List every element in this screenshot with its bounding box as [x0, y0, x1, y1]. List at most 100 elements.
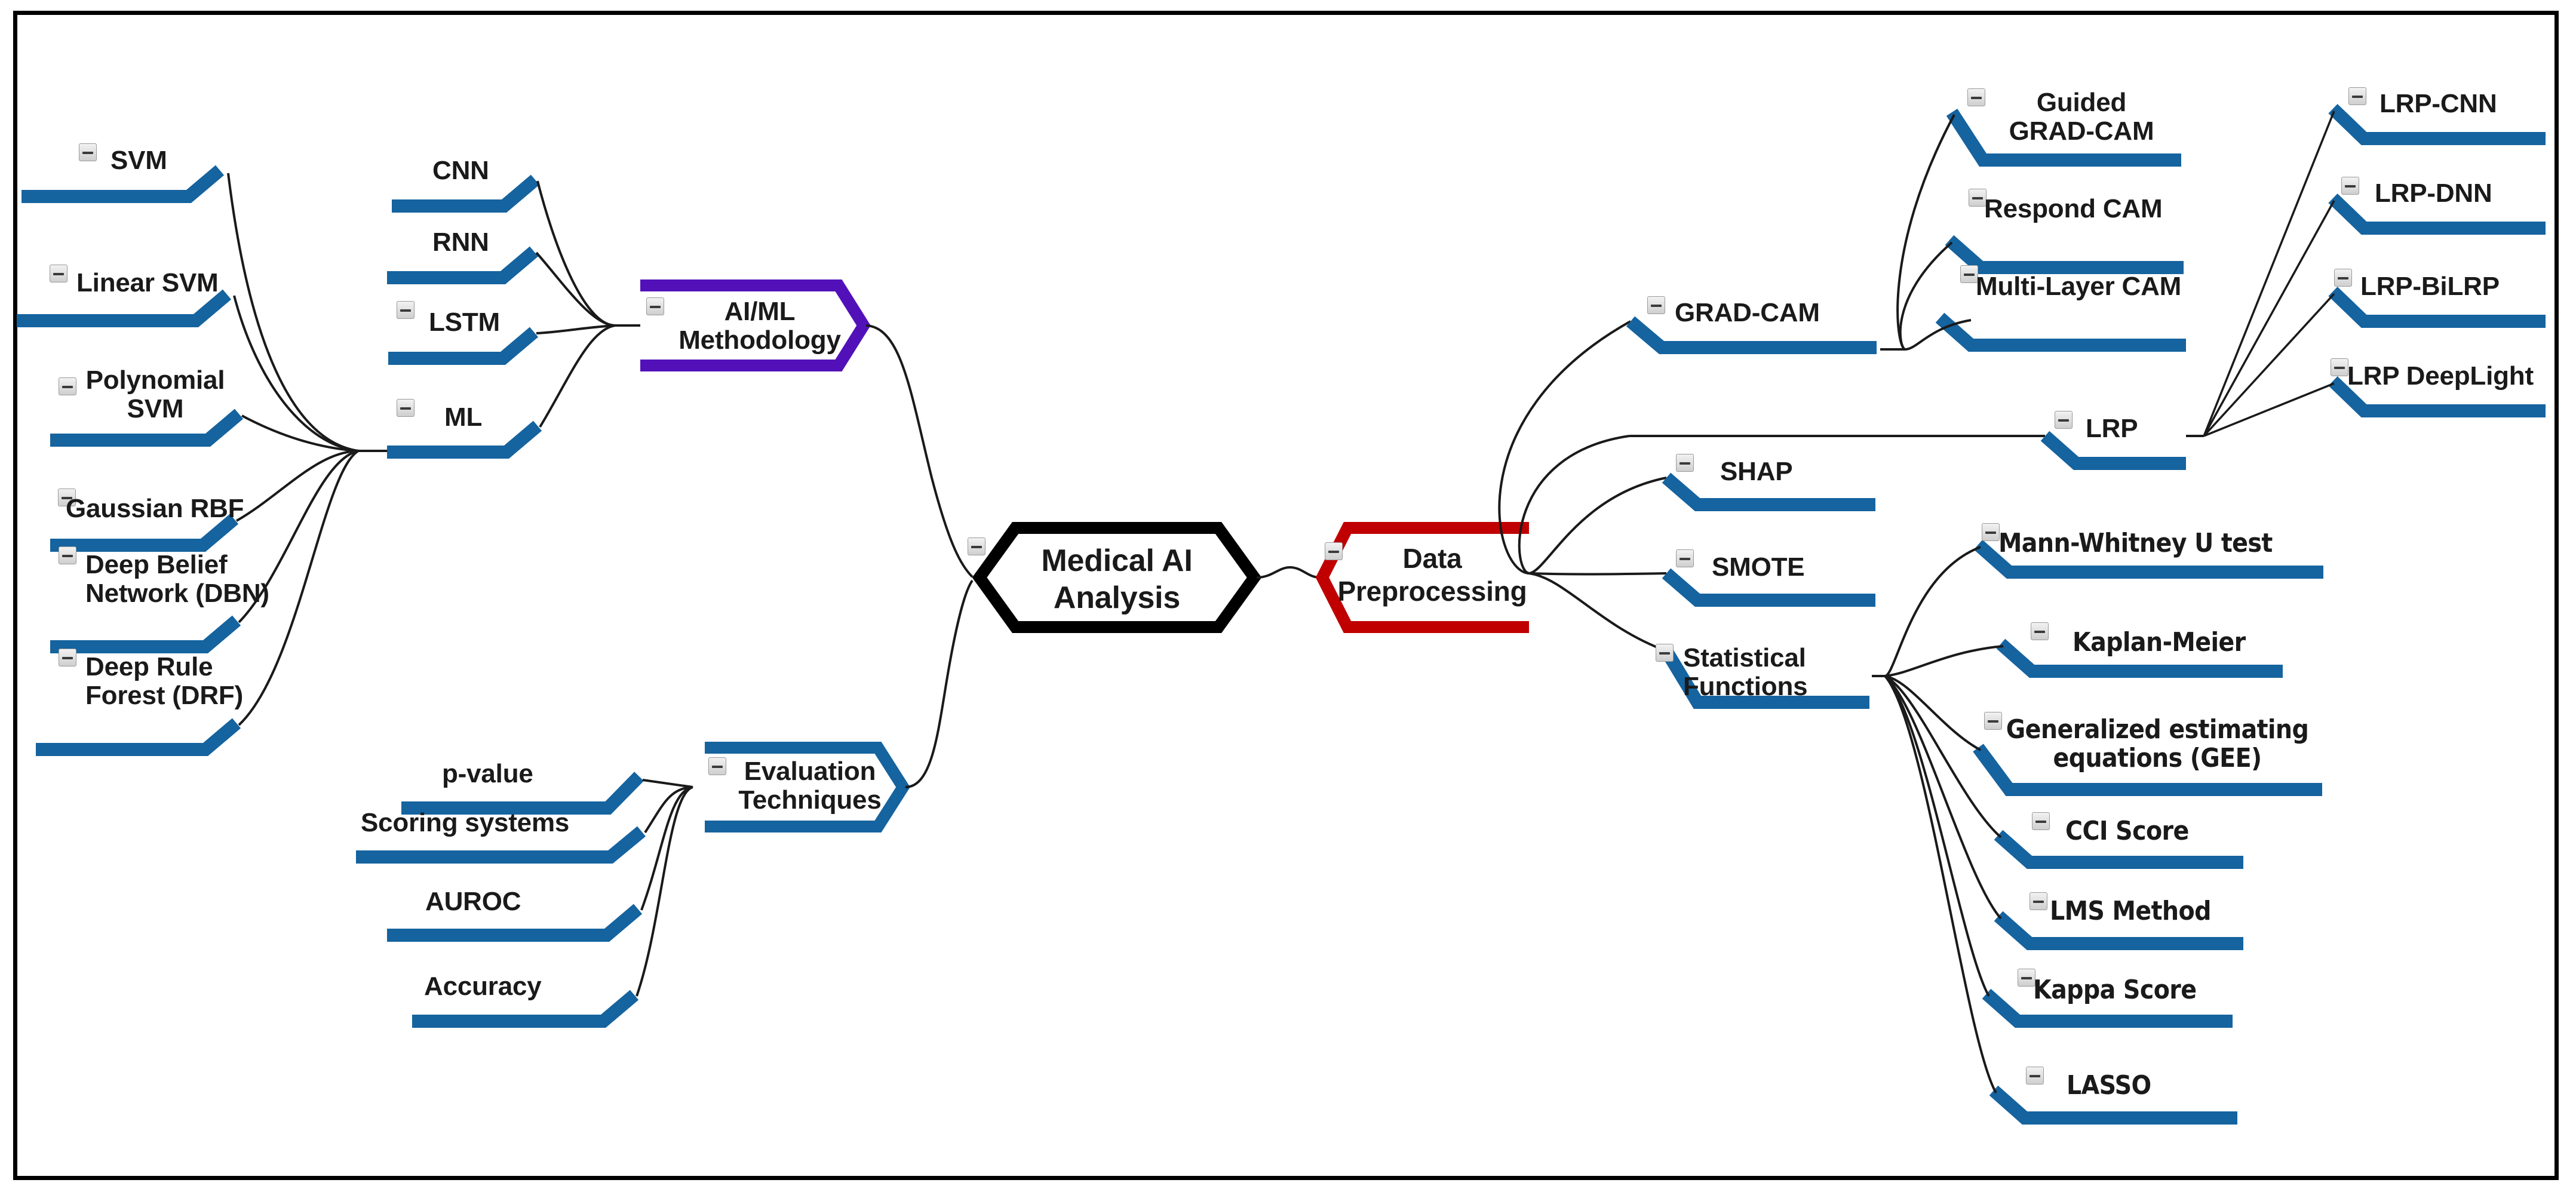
- toggle-grad-cam[interactable]: [1647, 296, 1665, 314]
- node-label-mann-whitney: Mann-Whitney U test: [1998, 528, 2273, 558]
- node-label-grad-cam: GRAD-CAM: [1675, 298, 1820, 327]
- toggle-linear-svm[interactable]: [50, 265, 67, 282]
- bar-cci-score: [1994, 830, 2243, 869]
- toggle-cci-score[interactable]: [2032, 812, 2050, 830]
- toggle-multilayer-cam[interactable]: [1960, 265, 1978, 283]
- node-label-dbn: Deep Belief Network (DBN): [85, 550, 269, 608]
- toggle-lstm[interactable]: [397, 301, 415, 319]
- node-label-auroc: AUROC: [425, 887, 521, 916]
- bar-polynomial-svm: [50, 408, 244, 447]
- bar-eval-auroc: [387, 904, 643, 942]
- connector-aiml-to-root: [865, 324, 974, 578]
- node-label-rnn: RNN: [432, 228, 489, 257]
- toggle-gee[interactable]: [1984, 712, 2002, 730]
- toggle-guided-gradcam[interactable]: [1967, 88, 1985, 106]
- bar-lrp-cnn: [2328, 104, 2546, 145]
- connectors-gradcam-to-children: [1880, 114, 1972, 351]
- node-label-linear-svm: Linear SVM: [76, 268, 219, 297]
- bar-p-value: [401, 772, 644, 815]
- node-label-gee: Generalized estimating equations (GEE): [2006, 714, 2309, 773]
- node-label-lrp-cnn: LRP-CNN: [2380, 89, 2497, 118]
- bar-guided-gradcam: [1946, 109, 2181, 167]
- bar-gaussian-rbf: [50, 514, 239, 552]
- node-label-svm: SVM: [110, 146, 167, 175]
- bar-smote: [1662, 568, 1875, 607]
- bar-eval-scoring: [356, 826, 646, 864]
- toggle-shap[interactable]: [1676, 454, 1694, 472]
- node-label-root: Medical AI Analysis: [1041, 543, 1193, 616]
- toggle-lms-method[interactable]: [2030, 892, 2047, 910]
- bar-gee: [1973, 744, 2322, 796]
- toggle-svm[interactable]: [79, 143, 97, 161]
- node-label-accuracy: Accuracy: [424, 972, 542, 1001]
- node-label-statistical-functions: Statistical Functions: [1683, 643, 1808, 701]
- shape-root-medical-ai-analysis: [972, 522, 1262, 633]
- node-label-kaplan-meier: Kaplan-Meier: [2073, 627, 2246, 658]
- toggle-smote[interactable]: [1676, 549, 1694, 567]
- toggle-ai-ml-methodology[interactable]: [646, 297, 664, 315]
- bar-ml: [387, 420, 542, 459]
- bar-respond-cam: [1945, 235, 2184, 274]
- toggle-lrp-bilrp[interactable]: [2334, 269, 2352, 287]
- node-label-guided-gradcam: Guided GRAD-CAM: [2009, 88, 2154, 146]
- node-label-smote: SMOTE: [1712, 552, 1805, 582]
- connector-eval-to-root: [905, 579, 974, 788]
- toggle-polynomial-svm[interactable]: [59, 377, 76, 395]
- bar-lstm: [388, 327, 539, 365]
- node-label-lrp-dnn: LRP-DNN: [2375, 179, 2492, 208]
- node-label-respond-cam: Respond CAM: [1984, 194, 2163, 223]
- node-label-cci-score: CCI Score: [2065, 816, 2189, 846]
- toggle-dbn[interactable]: [59, 546, 76, 564]
- bar-lrp-deeplight: [2328, 376, 2546, 417]
- toggle-ml[interactable]: [397, 399, 415, 417]
- toggle-respond-cam[interactable]: [1969, 189, 1987, 207]
- bar-lrp-bilrp: [2328, 287, 2546, 328]
- toggle-mann-whitney[interactable]: [1982, 523, 2000, 541]
- toggle-drf[interactable]: [59, 649, 76, 666]
- node-label-evaluation-techniques: Evaluation Techniques: [738, 757, 882, 815]
- connectors-ml-to-svm-family: [227, 173, 360, 726]
- shape-data-preprocessing: [1315, 522, 1529, 633]
- toggle-gaussian-rbf[interactable]: [58, 489, 76, 506]
- bar-mann-whitney: [1973, 539, 2323, 579]
- connectors-statistical-to-children: [1872, 546, 2004, 1093]
- toggle-lrp-cnn[interactable]: [2348, 87, 2366, 105]
- node-label-data-preprocessing: Data Preprocessing: [1337, 543, 1527, 607]
- bar-lms-method: [1994, 911, 2243, 950]
- toggle-lrp[interactable]: [2055, 411, 2073, 429]
- node-label-shap: SHAP: [1720, 457, 1793, 486]
- node-label-ai-ml-methodology: AI/ML Methodology: [678, 297, 841, 355]
- node-label-polynomial-svm: Polynomial SVM: [85, 365, 225, 423]
- toggle-kaplan-meier[interactable]: [2031, 622, 2049, 640]
- bar-shap: [1662, 472, 1875, 511]
- toggle-statistical-functions[interactable]: [1656, 644, 1674, 662]
- toggle-lasso[interactable]: [2026, 1067, 2044, 1085]
- node-label-lstm: LSTM: [429, 308, 500, 337]
- bar-kaplan-meier: [1996, 638, 2283, 678]
- node-label-lrp-bilrp: LRP-BiLRP: [2360, 272, 2500, 301]
- node-label-lasso: LASSO: [2067, 1070, 2151, 1101]
- bar-dbn: [50, 615, 241, 653]
- node-label-gaussian-rbf: Gaussian RBF: [66, 494, 244, 523]
- toggle-root[interactable]: [968, 537, 985, 555]
- shape-evaluation-techniques: [705, 742, 910, 832]
- connectors-eval-to-children: [635, 779, 693, 997]
- bar-statistical-functions: [1660, 647, 1869, 709]
- node-label-scoring-systems: Scoring systems: [361, 808, 570, 837]
- bar-multilayer-cam: [1935, 312, 2186, 352]
- connectors-preprocessing-to-children: [1498, 320, 2045, 652]
- toggle-kappa-score[interactable]: [2018, 969, 2035, 987]
- connectors-aiml-to-children: [535, 180, 616, 428]
- toggle-evaluation-techniques[interactable]: [708, 757, 726, 775]
- toggle-lrp-deeplight[interactable]: [2331, 358, 2348, 376]
- bar-drf: [36, 718, 241, 756]
- bar-eval-accuracy: [412, 990, 639, 1028]
- bar-cnn: [392, 174, 540, 213]
- node-label-multilayer-cam: Multi-Layer CAM: [1976, 272, 2182, 301]
- toggle-data-preprocessing[interactable]: [1325, 542, 1343, 560]
- node-label-cnn: CNN: [432, 156, 489, 185]
- node-label-ml: ML: [444, 403, 483, 432]
- toggle-lrp-dnn[interactable]: [2341, 177, 2359, 195]
